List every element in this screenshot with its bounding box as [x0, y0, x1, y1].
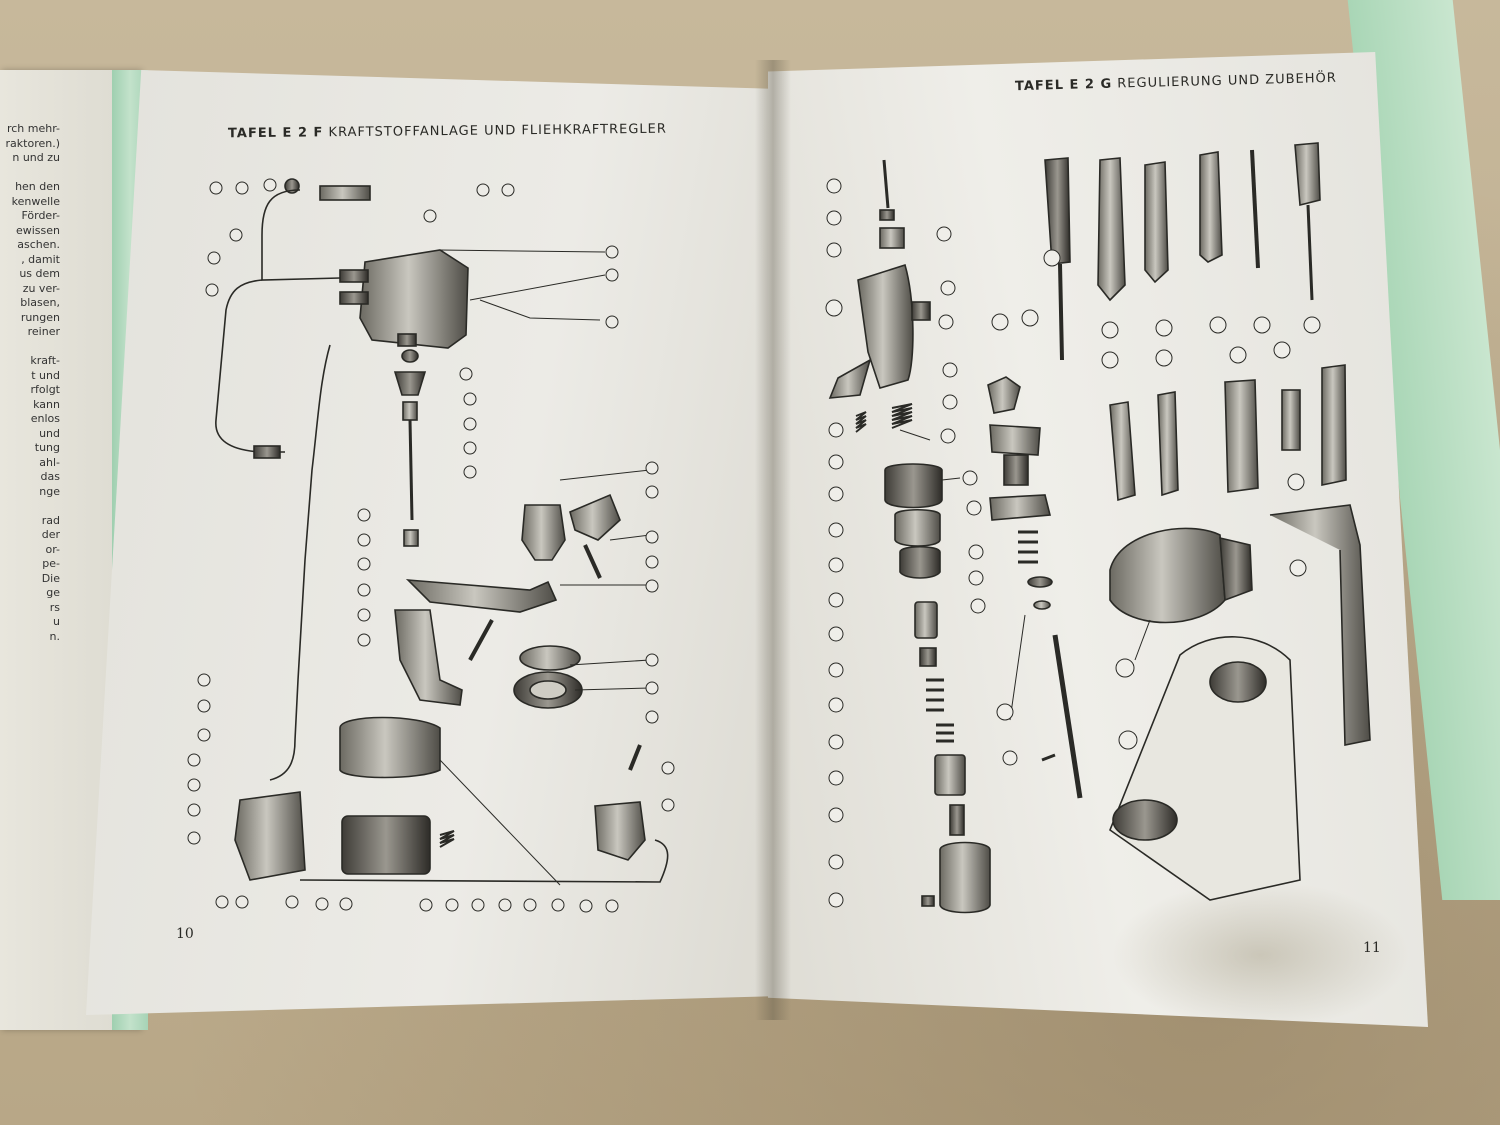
left-page-number: 10: [176, 926, 194, 942]
right-callout-markers: [825, 178, 1321, 908]
previous-page-line: , damit: [21, 252, 60, 266]
injection-pump: [284, 178, 469, 349]
parts-column: [828, 159, 991, 914]
previous-page-line: aschen.: [17, 238, 60, 251]
previous-page-line: rs: [49, 600, 60, 614]
previous-page-line: kann: [33, 397, 60, 411]
previous-page-line: kraft-: [30, 354, 60, 367]
previous-page-line: Die: [41, 571, 60, 585]
previous-page-line: und: [39, 426, 60, 440]
previous-page-line: pe-: [42, 557, 60, 570]
previous-page-line: or-: [45, 542, 60, 556]
governor-and-tools-drawing: [828, 142, 1371, 914]
left-page: [86, 70, 776, 1015]
previous-page-line: ahl-: [39, 455, 60, 469]
previous-page-line: der: [41, 528, 60, 541]
previous-page-line: rfolgt: [30, 383, 60, 396]
previous-page-line: n.: [49, 629, 60, 643]
previous-page-line: rungen: [20, 310, 60, 324]
book-gutter: [755, 60, 791, 1020]
previous-page-line: us dem: [19, 267, 60, 280]
page-stain: [1110, 880, 1410, 1030]
previous-page-line: das: [40, 470, 60, 483]
previous-page-line: hen den: [15, 180, 60, 193]
previous-page-line: raktoren.): [5, 136, 60, 150]
previous-page-line: kenwelle: [11, 194, 60, 208]
previous-page-line: Förder-: [21, 209, 60, 222]
previous-page-line: rch mehr-: [6, 122, 60, 135]
previous-page-line: rad: [41, 513, 60, 527]
previous-page-line: tung: [34, 441, 60, 454]
previous-page-line: t und: [31, 368, 60, 382]
previous-page-line: ge: [46, 586, 60, 599]
previous-page-line: ewissen: [15, 223, 60, 237]
previous-page-line: reiner: [27, 325, 60, 338]
previous-page-line: enlos: [30, 412, 60, 425]
previous-page-line: nge: [39, 484, 60, 498]
previous-page-line: n und zu: [12, 151, 60, 164]
left-callout-markers: [187, 178, 675, 913]
previous-page-line: blasen,: [20, 296, 60, 309]
previous-page-line: zu ver-: [22, 281, 60, 295]
fuel-system-drawing: [215, 178, 669, 886]
previous-page-line: u: [53, 615, 60, 628]
right-page: [768, 52, 1428, 1027]
right-page-number: 11: [1363, 940, 1381, 956]
